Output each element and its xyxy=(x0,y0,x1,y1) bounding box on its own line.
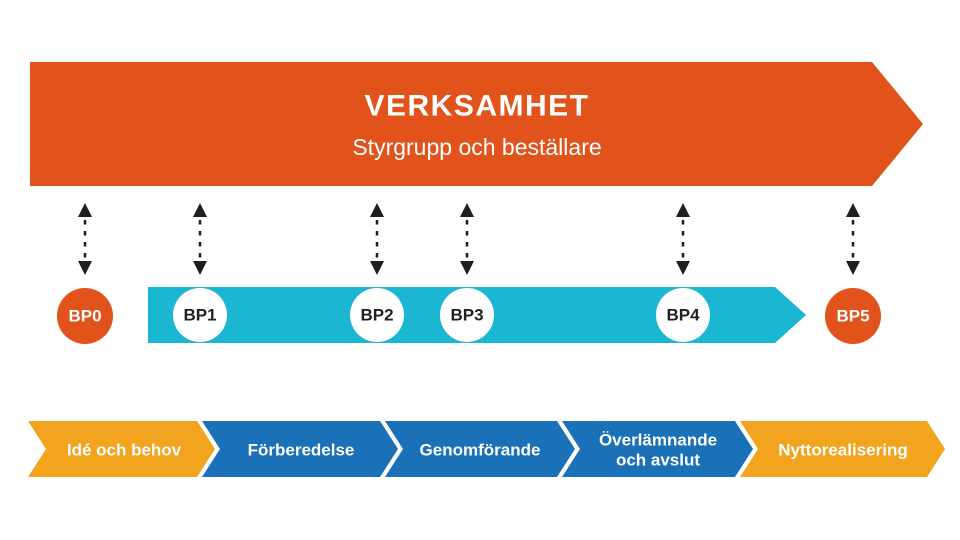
gate-bp4: BP4 xyxy=(656,288,710,342)
gate-label: BP2 xyxy=(360,306,393,325)
double-arrow-connector xyxy=(193,203,207,275)
arrow-down-icon xyxy=(846,261,860,275)
gate-bp0: BP0 xyxy=(57,288,113,344)
double-arrow-connector xyxy=(78,203,92,275)
verksamhet-banner: VERKSAMHET Styrgrupp och beställare xyxy=(30,62,923,186)
gate-label: BP4 xyxy=(666,306,700,325)
arrow-up-icon xyxy=(460,203,474,217)
phase-row: Idé och behov Förberedelse Genomförande … xyxy=(28,421,945,477)
gate-circle xyxy=(57,288,113,344)
arrow-down-icon xyxy=(460,261,474,275)
arrow-down-icon xyxy=(676,261,690,275)
gate-circle xyxy=(656,288,710,342)
arrow-up-icon xyxy=(193,203,207,217)
phase-chevron-shape xyxy=(740,421,945,477)
phase-label: Genomförande xyxy=(420,441,541,460)
phase-forberedelse: Förberedelse xyxy=(202,421,398,477)
double-arrow-connector xyxy=(846,203,860,275)
gate-label: BP3 xyxy=(450,306,483,325)
gate-bp1: BP1 xyxy=(173,288,227,342)
phase-label: Nyttorealisering xyxy=(778,441,907,460)
arrow-down-icon xyxy=(78,261,92,275)
arrow-up-icon xyxy=(370,203,384,217)
phase-chevron-shape xyxy=(562,421,753,477)
phase-label: Idé och behov xyxy=(67,441,182,460)
arrow-up-icon xyxy=(846,203,860,217)
gate-bp5: BP5 xyxy=(825,288,881,344)
double-arrow-connector xyxy=(460,203,474,275)
banner-arrow-shape xyxy=(30,62,923,186)
gate-circle xyxy=(173,288,227,342)
gate-label: BP0 xyxy=(68,307,101,326)
phase-label-line2: och avslut xyxy=(616,451,700,470)
arrow-down-icon xyxy=(193,261,207,275)
arrow-up-icon xyxy=(676,203,690,217)
phase-label-line1: Överlämnande xyxy=(599,431,717,450)
phase-chevron-shape xyxy=(28,421,215,477)
gate-circle xyxy=(440,288,494,342)
arrow-down-icon xyxy=(370,261,384,275)
gate-label: BP5 xyxy=(836,307,869,326)
double-arrow-connector xyxy=(676,203,690,275)
phase-nyttorealisering: Nyttorealisering xyxy=(740,421,945,477)
phase-chevron-shape xyxy=(385,421,575,477)
banner-subtitle: Styrgrupp och beställare xyxy=(352,134,601,160)
phase-genomforande: Genomförande xyxy=(385,421,575,477)
gate-bp3: BP3 xyxy=(440,288,494,342)
gate-circle xyxy=(825,288,881,344)
gate-label: BP1 xyxy=(183,306,216,325)
phase-ide-och-behov: Idé och behov xyxy=(28,421,215,477)
arrow-up-icon xyxy=(78,203,92,217)
phase-chevron-shape xyxy=(202,421,398,477)
gate-circle xyxy=(350,288,404,342)
connectors xyxy=(78,203,860,275)
phase-label: Förberedelse xyxy=(248,441,355,460)
double-arrow-connector xyxy=(370,203,384,275)
gate-bp2: BP2 xyxy=(350,288,404,342)
gates: BP0 BP1 BP2 BP3 BP4 BP5 xyxy=(57,288,881,344)
phase-overlamnande-och-avslut: Överlämnande och avslut xyxy=(562,421,753,477)
banner-title: VERKSAMHET xyxy=(364,90,589,123)
